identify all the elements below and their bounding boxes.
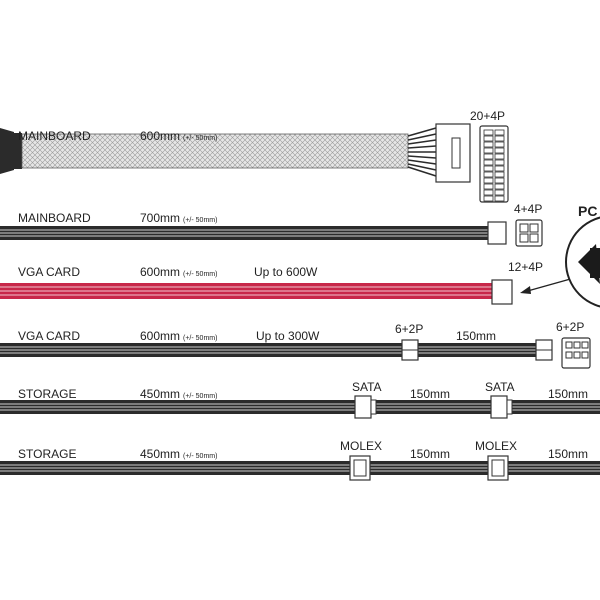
- cable-wire: [0, 283, 492, 299]
- cable-bundle-left: [0, 128, 22, 174]
- connector-label: SATA: [485, 380, 515, 394]
- cable-row-storage-molex: STORAGE 450mm(+/- 50mm) MOLEX 150mm MOLE…: [0, 439, 600, 481]
- cable-name: MAINBOARD: [18, 129, 91, 143]
- connector-molex-1: [349, 455, 371, 481]
- cable-length: 450mm(+/- 50mm): [140, 447, 217, 461]
- connector-callout: [565, 216, 600, 308]
- connector-24pin-front: [479, 125, 509, 203]
- connector-cpu-front: [515, 219, 543, 247]
- cable-name: VGA CARD: [18, 329, 80, 343]
- connector-pin: [483, 165, 494, 172]
- connector-pin: [494, 195, 505, 202]
- cable-row-vga-300w: VGA CARD 600mm(+/- 50mm) Up to 300W 6+2P…: [0, 320, 591, 369]
- cable-length: 600mm(+/- 50mm): [140, 265, 217, 279]
- connector-label: MOLEX: [475, 439, 517, 453]
- segment-length: 150mm: [548, 387, 588, 401]
- connector-cpu-side: [487, 221, 507, 245]
- connector-label: 20+4P: [470, 109, 505, 123]
- connector-pin: [494, 153, 505, 160]
- segment-length: 150mm: [410, 447, 450, 461]
- connector-pin: [494, 141, 505, 148]
- connector-molex-2: [487, 455, 509, 481]
- connector-pin: [494, 165, 505, 172]
- cable-name: STORAGE: [18, 387, 76, 401]
- segment-length: 150mm: [456, 329, 496, 343]
- power-rating: Up to 300W: [256, 329, 320, 343]
- connector-sata-1: [354, 395, 377, 419]
- connector-pin: [483, 135, 494, 142]
- cable-fanout: [407, 127, 437, 177]
- connector-pin: [494, 147, 505, 154]
- cable-length: 600mm(+/- 50mm): [140, 129, 217, 143]
- connector-pin: [483, 147, 494, 154]
- connector-label: 12+4P: [508, 260, 543, 274]
- cable-length: 700mm(+/- 50mm): [140, 211, 217, 225]
- cable-row-mainboard-24pin: MAINBOARD 600mm(+/- 50mm) 20+4P: [0, 109, 509, 203]
- callout-label: PC: [578, 203, 597, 219]
- sleeved-cable: [21, 133, 409, 169]
- connector-pin: [483, 153, 494, 160]
- segment-length: 150mm: [410, 387, 450, 401]
- connector-pin: [483, 129, 494, 136]
- cable-length: 450mm(+/- 50mm): [140, 387, 217, 401]
- connector-pin: [483, 195, 494, 202]
- connector-label: 6+2P: [395, 322, 423, 336]
- connector-pin: [483, 177, 494, 184]
- connector-pin: [483, 189, 494, 196]
- cable-row-storage-sata: STORAGE 450mm(+/- 50mm) SATA 150mm SATA …: [0, 380, 600, 419]
- connector-pin: [483, 183, 494, 190]
- cable-wire: [0, 226, 488, 240]
- connector-label: SATA: [352, 380, 382, 394]
- connector-label: MOLEX: [340, 439, 382, 453]
- connector-12vhpwr: [491, 279, 513, 305]
- cable-wire: [0, 461, 600, 475]
- connector-label: 6+2P: [556, 320, 584, 334]
- connector-pin: [494, 129, 505, 136]
- cable-row-vga-600w: VGA CARD 600mm(+/- 50mm) Up to 600W 12+4…: [0, 203, 600, 308]
- connector-pin: [494, 135, 505, 142]
- connector-pin: [494, 177, 505, 184]
- connector-pin: [494, 159, 505, 166]
- connector-pcie-1: [401, 339, 419, 361]
- connector-pin: [483, 159, 494, 166]
- arrow-icon: [520, 277, 575, 294]
- cable-wire: [0, 343, 536, 357]
- connector-pin: [483, 171, 494, 178]
- connector-pin: [483, 141, 494, 148]
- connector-label: 4+4P: [514, 202, 542, 216]
- cable-name: MAINBOARD: [18, 211, 91, 225]
- connector-pin: [494, 171, 505, 178]
- segment-length: 150mm: [548, 447, 588, 461]
- cable-row-mainboard-cpu: MAINBOARD 700mm(+/- 50mm) 4+4P: [0, 202, 543, 247]
- connector-pin: [494, 183, 505, 190]
- connector-pcie-front: [561, 337, 591, 369]
- connector-pcie-2: [535, 339, 553, 361]
- cable-length: 600mm(+/- 50mm): [140, 329, 217, 343]
- connector-pin: [494, 189, 505, 196]
- connector-sata-2: [490, 395, 513, 419]
- cable-name: VGA CARD: [18, 265, 80, 279]
- cable-name: STORAGE: [18, 447, 76, 461]
- power-rating: Up to 600W: [254, 265, 318, 279]
